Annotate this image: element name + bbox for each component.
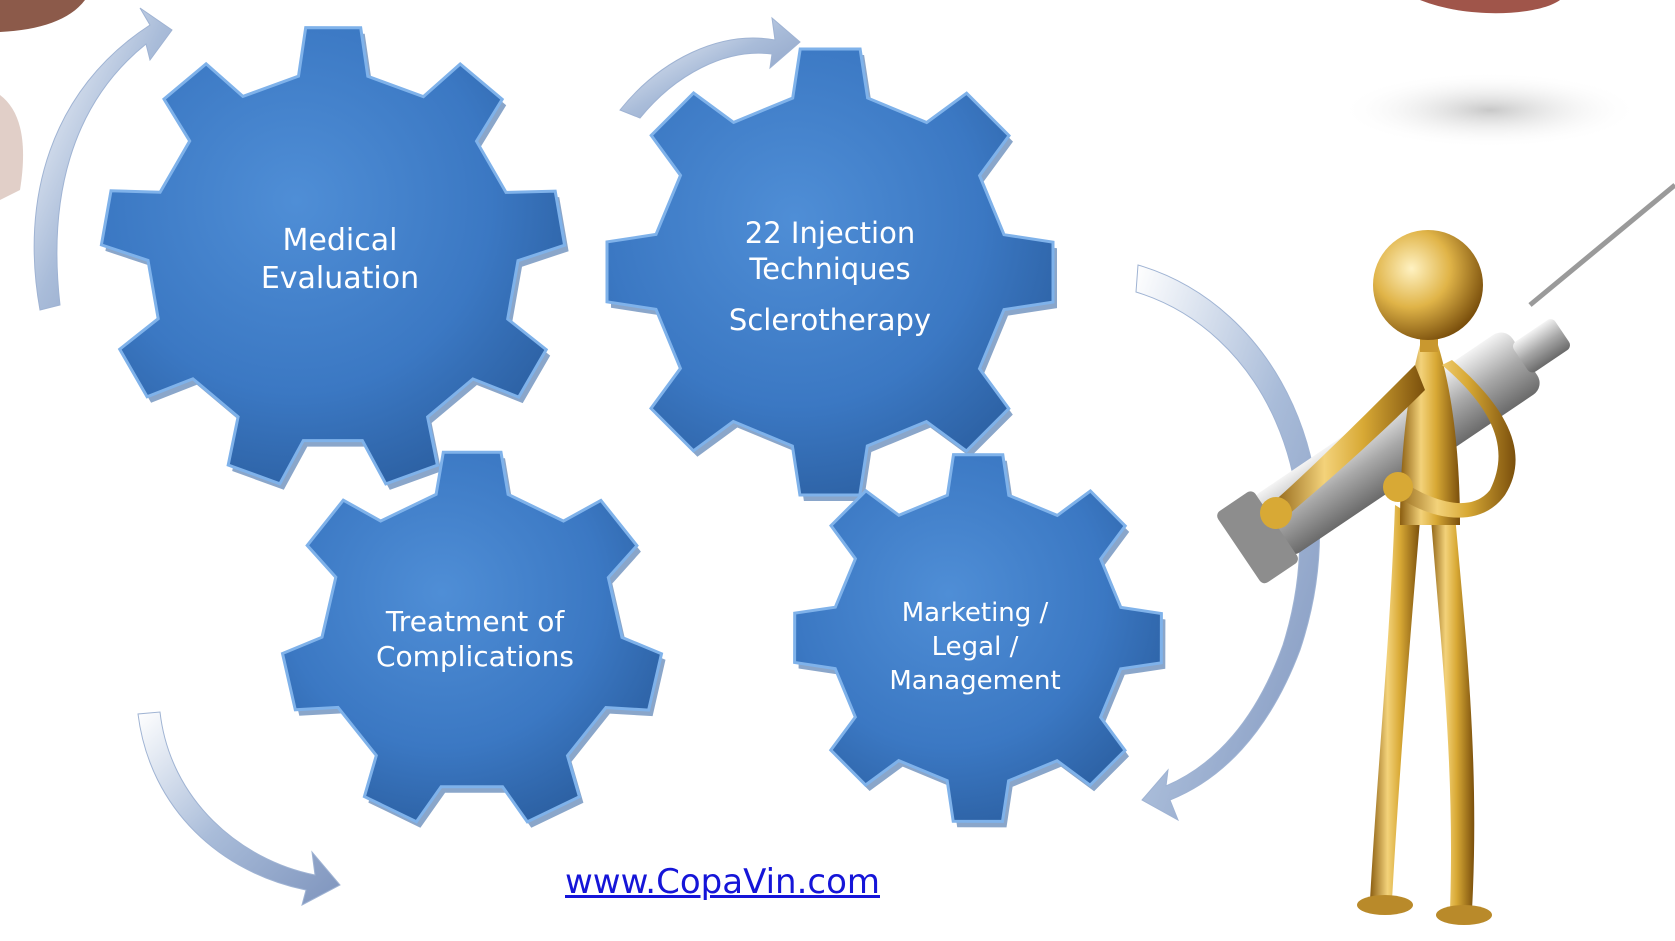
corner-photo-right — [1420, 0, 1560, 14]
gear-2 — [605, 47, 1055, 497]
curved-arrow-icon — [619, 16, 801, 119]
curved-arrow-icon — [137, 711, 341, 906]
gear-4 — [793, 453, 1163, 823]
floor-shadow — [1340, 72, 1640, 148]
curved-arrow-icon — [33, 7, 173, 311]
curved-arrow-icon — [1135, 264, 1321, 822]
gold-figure-with-syringe-icon — [1217, 183, 1675, 925]
gears-group — [99, 26, 1166, 828]
gear-3 — [280, 450, 664, 824]
corner-photo-left — [0, 0, 85, 200]
curved-arrow-icon — [33, 7, 1321, 906]
website-link[interactable]: www.CopaVin.com — [565, 862, 880, 902]
gear-1 — [99, 26, 567, 486]
